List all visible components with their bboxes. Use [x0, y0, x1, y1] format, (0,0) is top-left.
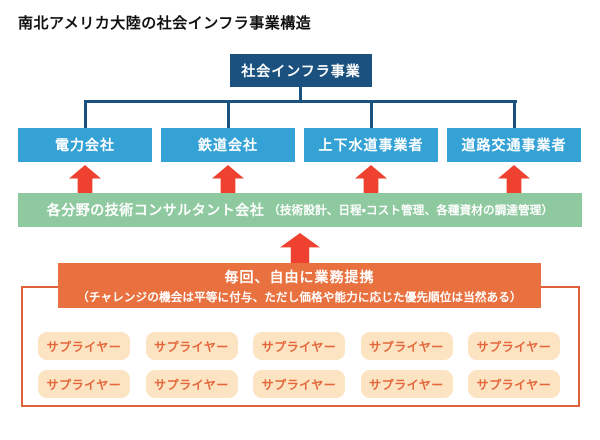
connector-root-stub: [299, 87, 302, 101]
operator-node-railway: 鉄道会社: [161, 128, 295, 162]
operator-row: 電力会社 鉄道会社 上下水道事業者 道路交通事業者: [18, 128, 581, 162]
connector-horizontal: [84, 100, 517, 103]
supplier-chip: サプライヤー: [360, 332, 453, 360]
supplier-row: サプライヤー サプライヤー サプライヤー サプライヤー サプライヤー: [38, 370, 560, 398]
partnership-banner-note: （チャレンジの機会は平等に付与、ただし価格や能力に応じた優先順位は当然ある）: [77, 291, 522, 304]
consultant-bar-note: （技術設計、日程・コスト管理、各種資材の調達管理）: [268, 205, 554, 217]
operator-node-electric-power: 電力会社: [18, 128, 152, 162]
up-arrow-icon: [69, 165, 101, 193]
operator-node-water-sewage: 上下水道事業者: [304, 128, 438, 162]
supplier-row: サプライヤー サプライヤー サプライヤー サプライヤー サプライヤー: [38, 332, 560, 360]
supplier-chip: サプライヤー: [253, 370, 345, 398]
root-node-social-infrastructure: 社会インフラ事業: [230, 54, 372, 87]
connector-drop-3: [370, 103, 373, 128]
partnership-banner: 毎回、自由に業務提携 （チャレンジの機会は平等に付与、ただし価格や能力に応じた優…: [58, 263, 541, 308]
connector-drop-2: [227, 103, 230, 128]
supplier-chip: サプライヤー: [253, 332, 345, 360]
up-arrow-icon: [212, 165, 244, 193]
operator-node-road-traffic: 道路交通事業者: [447, 128, 581, 162]
supplier-chip: サプライヤー: [38, 370, 130, 398]
partnership-banner-label: 毎回、自由に業務提携: [224, 268, 375, 285]
up-arrow-icon: [280, 233, 320, 263]
up-arrow-icon: [498, 165, 530, 193]
diagram-title: 南北アメリカ大陸の社会インフラ事業構造: [18, 15, 312, 32]
consultant-bar: 各分野の技術コンサルタント会社 （技術設計、日程・コスト管理、各種資材の調達管理…: [18, 193, 582, 227]
supplier-chip: サプライヤー: [468, 332, 560, 360]
supplier-chip: サプライヤー: [360, 370, 453, 398]
connector-drop-1: [84, 103, 87, 128]
supplier-chip: サプライヤー: [145, 370, 238, 398]
consultant-bar-label: 各分野の技術コンサルタント会社: [46, 202, 265, 218]
supplier-chip: サプライヤー: [145, 332, 238, 360]
supplier-chip: サプライヤー: [38, 332, 130, 360]
supplier-chip: サプライヤー: [468, 370, 560, 398]
connector-drop-4: [513, 103, 516, 128]
up-arrow-icon: [355, 165, 387, 193]
